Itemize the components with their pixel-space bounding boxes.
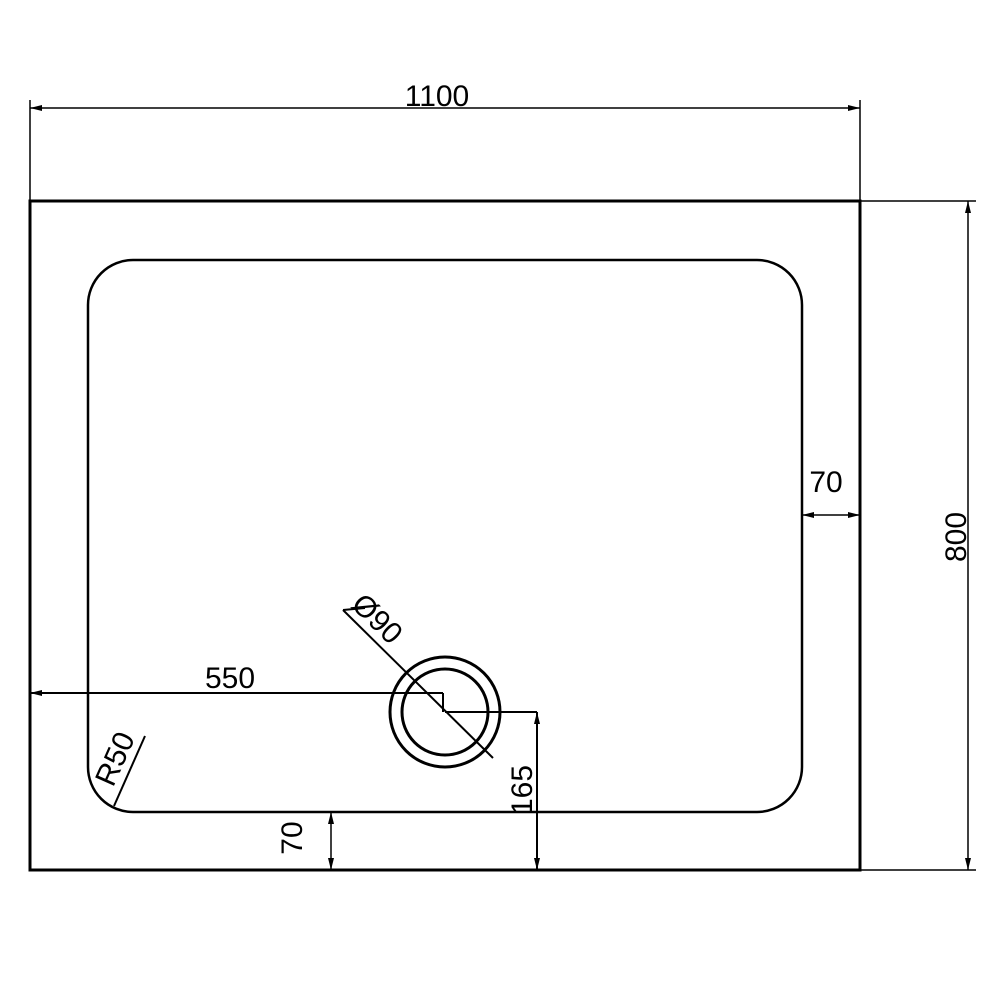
dimension-drain-y-label: 165 [506,765,539,815]
dimension-width-label: 1100 [405,80,470,113]
tray-inner-basin [86,258,804,814]
dimension-rim-bottom: 70 [276,812,334,870]
dimension-drain-x-label: 550 [205,662,255,695]
tray-outline [28,199,862,872]
dimension-width: 1100 [29,80,861,201]
dimension-drain-y: 165 [445,711,540,870]
dimension-rim-right: 70 [802,466,860,518]
dimension-drain-diameter: Ø90 [342,587,494,759]
dimension-drain-diameter-label: Ø90 [345,587,409,650]
dimension-rim-right-label: 70 [809,466,842,499]
dimension-depth-label: 800 [940,512,973,562]
dimension-rim-bottom-label: 70 [276,821,309,854]
dimension-drain-x: 550 [30,662,444,712]
dimension-depth: 800 [860,200,976,871]
